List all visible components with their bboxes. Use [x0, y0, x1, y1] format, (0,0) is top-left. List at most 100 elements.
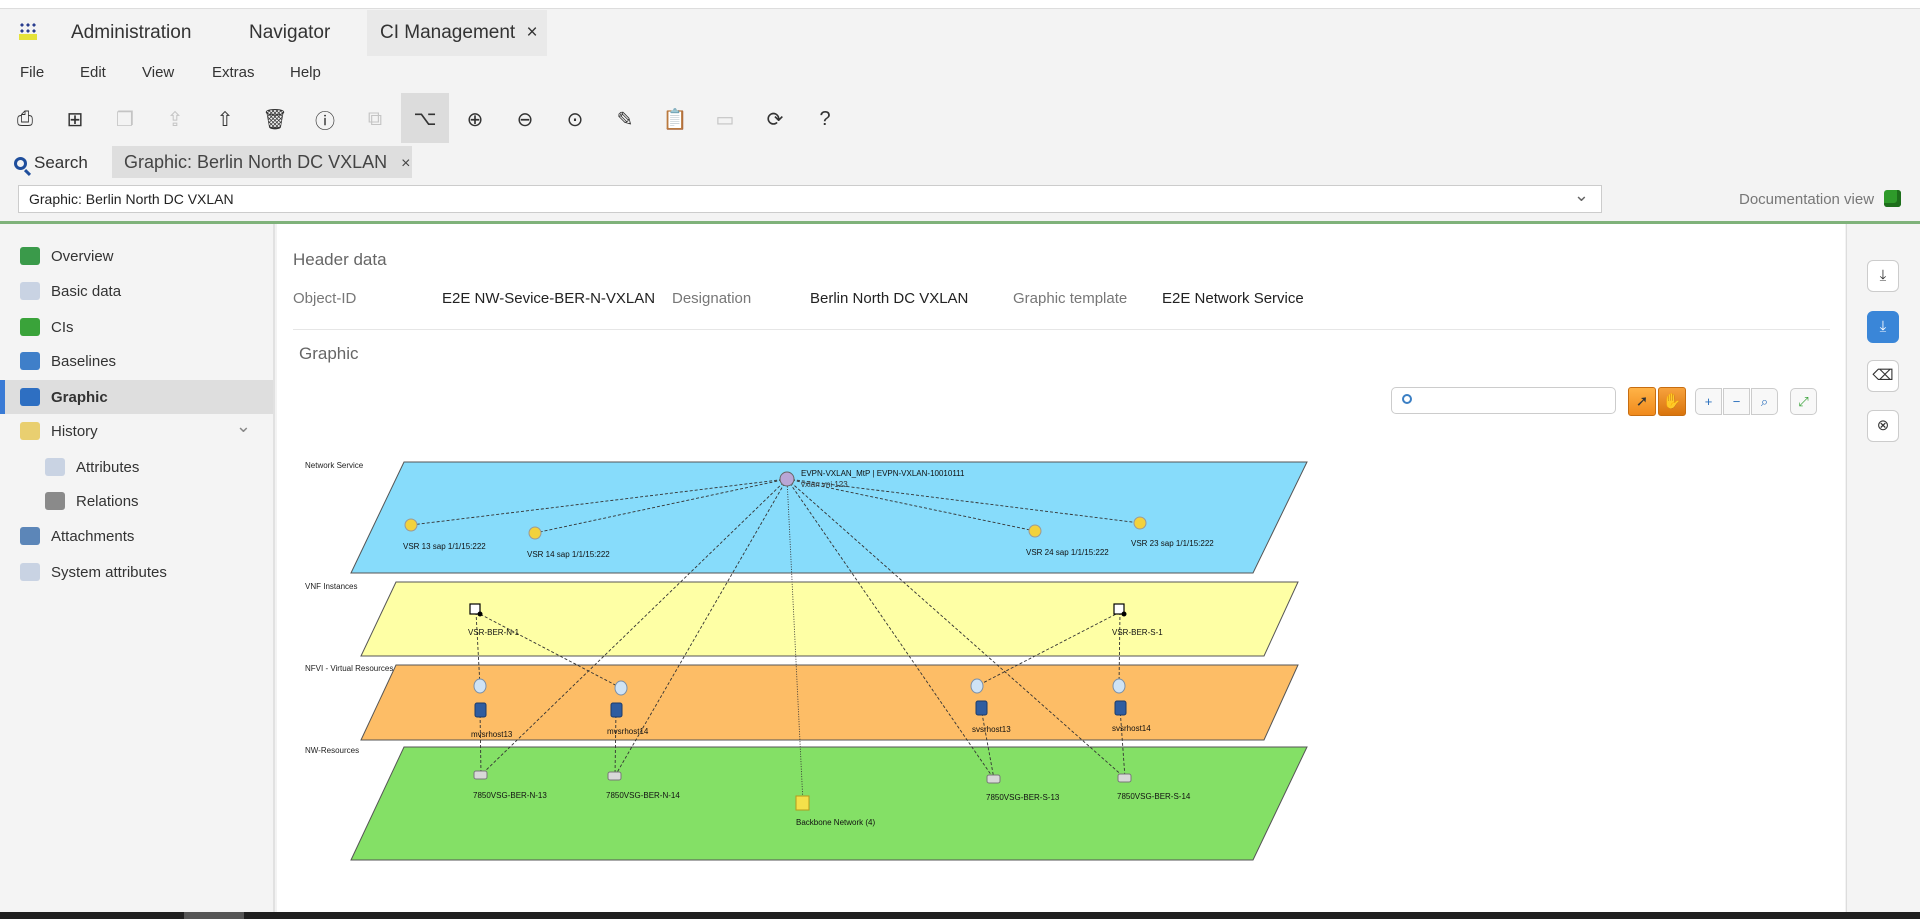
- menu-view[interactable]: View: [142, 64, 175, 81]
- relation-edge[interactable]: [786, 478, 804, 804]
- sidebar-item-cis[interactable]: CIs: [0, 310, 273, 344]
- relation-edge[interactable]: [786, 478, 995, 780]
- relation-edge[interactable]: [475, 611, 481, 687]
- download-button[interactable]: ⤓: [1867, 311, 1899, 343]
- download-clear-button[interactable]: ⤓: [1867, 260, 1899, 292]
- node-host[interactable]: mvsrhost14: [607, 702, 649, 736]
- app-logo-icon[interactable]: [19, 22, 37, 40]
- print-button[interactable]: ⎙: [1, 95, 49, 143]
- clipboard-button[interactable]: 📋: [651, 95, 699, 143]
- zoom-in-button[interactable]: ⊕: [451, 95, 499, 143]
- close-chip-icon[interactable]: ×: [401, 155, 411, 172]
- menu-edit[interactable]: Edit: [80, 64, 106, 81]
- delete-button[interactable]: 🗑: [251, 95, 299, 143]
- node-folder[interactable]: Backbone Network (4): [795, 795, 875, 827]
- zoom-fit-button[interactable]: ⊙: [551, 95, 599, 143]
- sidebar-item-attachments[interactable]: Attachments: [0, 519, 273, 553]
- graphic-selector[interactable]: Graphic: Berlin North DC VXLAN⌄: [18, 185, 1602, 213]
- tab-administration[interactable]: Administration: [71, 22, 192, 43]
- upload-button[interactable]: ⇪: [151, 95, 199, 143]
- node-disk[interactable]: [614, 680, 628, 696]
- relation-edge[interactable]: [479, 709, 482, 776]
- expand-relations-button[interactable]: +: [1695, 388, 1722, 415]
- search-button[interactable]: Search: [14, 150, 88, 176]
- sidebar-item-baselines[interactable]: Baselines: [0, 344, 273, 378]
- taskbar-item[interactable]: [184, 912, 244, 919]
- node-sap[interactable]: VSR 24 sap 1/1/15:222: [1026, 524, 1109, 557]
- layout-button[interactable]: ▭: [701, 95, 749, 143]
- relation-edge[interactable]: [786, 478, 1141, 524]
- select-tool-button[interactable]: ➚: [1628, 387, 1656, 416]
- menu-extras[interactable]: Extras: [212, 64, 255, 81]
- sap-icon: [1133, 516, 1147, 530]
- tab-ci-management[interactable]: CI Management ×: [367, 10, 547, 56]
- close-tab-icon[interactable]: ×: [526, 22, 538, 43]
- hierarchy-button[interactable]: ⌥: [401, 93, 449, 143]
- node-sap[interactable]: VSR 23 sap 1/1/15:222: [1131, 516, 1214, 548]
- zoom-out-icon: ⊖: [516, 108, 534, 131]
- relation-edge[interactable]: [786, 478, 1126, 779]
- node-host[interactable]: mvsrhost13: [471, 702, 513, 739]
- relation-edge[interactable]: [1119, 707, 1126, 779]
- zoom-out-button[interactable]: ⊖: [501, 95, 549, 143]
- node-router[interactable]: 7850VSG-BER-N-14: [606, 771, 680, 800]
- node-label: VSR 24 sap 1/1/15:222: [1026, 548, 1109, 557]
- close-circle-button[interactable]: ⊗: [1867, 410, 1899, 442]
- relation-edge[interactable]: [614, 478, 788, 777]
- backspace-button[interactable]: ⌫: [1867, 360, 1899, 392]
- sidebar-item-graphic[interactable]: Graphic: [0, 380, 273, 414]
- relation-edge[interactable]: [976, 611, 1121, 687]
- export-icon: ⇧: [216, 108, 234, 131]
- node-disk[interactable]: [473, 678, 487, 694]
- preview-button[interactable]: ⧉: [351, 95, 399, 143]
- menu-help[interactable]: Help: [290, 64, 321, 81]
- export-button[interactable]: ⇧: [201, 95, 249, 143]
- node-service[interactable]: EVPN-VXLAN_MtP | EVPN-VXLAN-10010111vxla…: [779, 469, 965, 489]
- copy-button[interactable]: ❐: [101, 95, 149, 143]
- sidebar-item-system-attributes[interactable]: System attributes: [0, 555, 273, 589]
- sidebar-item-basic-data[interactable]: Basic data: [0, 274, 273, 308]
- node-router[interactable]: 7850VSG-BER-S-14: [1117, 773, 1191, 801]
- relation-edge[interactable]: [534, 478, 788, 534]
- relation-edge[interactable]: [475, 611, 622, 689]
- relation-edge[interactable]: [786, 478, 1036, 532]
- chevron-down-icon[interactable]: ⌄: [235, 416, 251, 436]
- node-disk[interactable]: [1112, 678, 1126, 694]
- sidebar-item-overview[interactable]: Overview: [0, 239, 273, 273]
- find-relations-button[interactable]: ⌕: [1751, 388, 1778, 415]
- sidebar-item-history[interactable]: History⌄: [0, 414, 273, 448]
- help-button[interactable]: ?: [801, 95, 849, 143]
- relation-edge[interactable]: [480, 478, 788, 776]
- graphic-template-label: Graphic template: [1013, 290, 1128, 307]
- sidebar-item-relations[interactable]: Relations: [0, 484, 273, 518]
- preview-icon: ⧉: [367, 107, 383, 130]
- node-sap[interactable]: VSR 14 sap 1/1/15:222: [527, 526, 610, 559]
- node-router[interactable]: 7850VSG-BER-S-13: [986, 774, 1060, 802]
- open-graphic-tab[interactable]: Graphic: Berlin North DC VXLAN×: [112, 146, 412, 178]
- new-button[interactable]: ⊞: [51, 95, 99, 143]
- relation-edge[interactable]: [980, 707, 995, 780]
- tab-navigator[interactable]: Navigator: [249, 22, 331, 43]
- pan-tool-button[interactable]: ✋: [1658, 387, 1686, 416]
- fit-to-screen-button[interactable]: ⤢: [1790, 388, 1817, 415]
- node-router[interactable]: 7850VSG-BER-N-13: [473, 770, 547, 800]
- graphic-search-input[interactable]: [1391, 387, 1616, 414]
- refresh-button[interactable]: ⟳: [751, 95, 799, 143]
- documentation-view-toggle[interactable]: Documentation view: [1739, 190, 1902, 208]
- relation-edge[interactable]: [1118, 611, 1121, 687]
- node-disk[interactable]: [970, 678, 984, 694]
- relation-edge[interactable]: [614, 709, 617, 777]
- info-button[interactable]: ⓘ: [301, 95, 349, 143]
- node-host[interactable]: svsrhost13: [972, 700, 1011, 734]
- menu-file[interactable]: File: [20, 64, 45, 81]
- node-sap[interactable]: VSR 13 sap 1/1/15:222: [403, 518, 486, 551]
- collapse-relations-button[interactable]: −: [1723, 388, 1750, 415]
- node-host[interactable]: svsrhost14: [1112, 700, 1151, 733]
- node-vnf[interactable]: VSR-BER-S-1: [1112, 603, 1163, 637]
- edit-button[interactable]: ✎: [601, 95, 649, 143]
- sidebar-item-attributes[interactable]: Attributes: [0, 450, 273, 484]
- node-vnf[interactable]: VSR-BER-N-1: [468, 603, 520, 637]
- relation-edge[interactable]: [410, 478, 788, 526]
